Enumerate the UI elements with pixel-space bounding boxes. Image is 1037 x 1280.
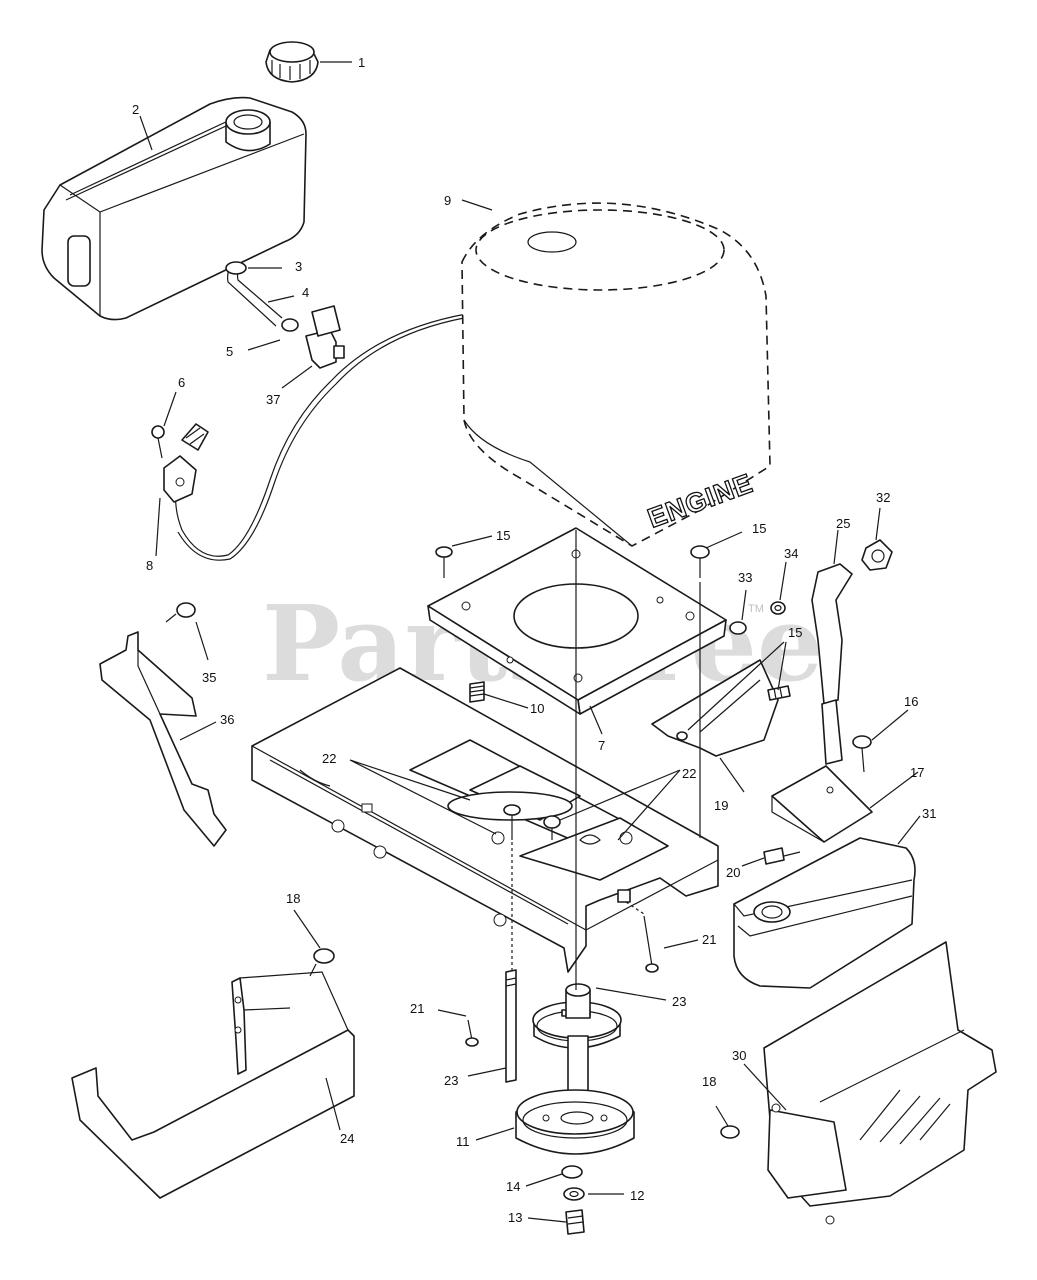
callout-19: 19 xyxy=(714,798,728,813)
callout-9: 9 xyxy=(444,193,451,208)
throttle-control-part xyxy=(151,423,209,503)
callout-23-left: 23 xyxy=(444,1073,458,1088)
callout-11: 11 xyxy=(456,1134,470,1149)
callout-24: 24 xyxy=(340,1131,354,1146)
callout-17: 17 xyxy=(910,765,924,780)
fuel-cap-part xyxy=(265,41,319,83)
muffler-31 xyxy=(733,837,916,989)
shaft-23 xyxy=(505,969,517,1083)
callout-37: 37 xyxy=(266,392,280,407)
bolt-16 xyxy=(852,735,872,773)
bolt-21-left xyxy=(465,1019,479,1047)
callout-35: 35 xyxy=(202,670,216,685)
bolt-10 xyxy=(469,681,485,703)
callout-2: 2 xyxy=(132,102,139,117)
leader-lines xyxy=(139,61,921,1223)
callout-30: 30 xyxy=(732,1048,746,1063)
callout-22-right: 22 xyxy=(682,766,696,781)
main-frame-part xyxy=(251,667,719,973)
watermark-trademark: TM xyxy=(748,603,764,615)
bolt-33 xyxy=(729,621,747,635)
callout-12: 12 xyxy=(630,1188,644,1203)
fuel-line-assembly xyxy=(175,261,467,561)
callout-labels: 1 2 3 4 5 37 6 8 9 15 15 25 32 34 33 15 … xyxy=(132,55,936,1225)
callout-36: 36 xyxy=(220,712,234,727)
callout-21-left: 21 xyxy=(410,1001,424,1016)
alignment-lines xyxy=(511,530,701,990)
bolt-21-right xyxy=(617,889,659,973)
callout-15-right: 15 xyxy=(752,521,766,536)
gasket-32 xyxy=(861,539,893,571)
callout-3: 3 xyxy=(295,259,302,274)
callout-5: 5 xyxy=(226,344,233,359)
callout-13: 13 xyxy=(508,1210,522,1225)
callout-16: 16 xyxy=(904,694,918,709)
engine-part: ENGINE xyxy=(461,202,771,547)
callout-10: 10 xyxy=(530,701,544,716)
callout-22-left: 22 xyxy=(322,751,336,766)
bolt-15-left xyxy=(435,546,453,578)
callout-32: 32 xyxy=(876,490,890,505)
bolt-13 xyxy=(565,1209,585,1235)
muffler-bracket-19 xyxy=(651,659,791,757)
engine-mount-plate-part xyxy=(427,527,727,715)
bolt-20 xyxy=(763,847,801,865)
battery-tray-24 xyxy=(71,971,355,1199)
callout-18-left: 18 xyxy=(286,891,300,906)
callout-14: 14 xyxy=(506,1179,520,1194)
pulley-11 xyxy=(515,983,635,1155)
bolt-22 xyxy=(503,804,561,840)
muffler-guard-30 xyxy=(763,941,997,1225)
callout-6: 6 xyxy=(178,375,185,390)
callout-4: 4 xyxy=(302,285,309,300)
heat-shield-17 xyxy=(771,765,873,843)
bolt-18-right xyxy=(720,1125,740,1139)
callout-18-right: 18 xyxy=(702,1074,716,1089)
callout-1: 1 xyxy=(358,55,365,70)
bolt-18-left xyxy=(309,948,335,977)
callout-21-right: 21 xyxy=(702,932,716,947)
exhaust-pipe-25 xyxy=(811,563,853,765)
bolt-35 xyxy=(165,602,196,623)
callout-8: 8 xyxy=(146,558,153,573)
brace-36 xyxy=(99,631,227,847)
callout-15-bracket: 15 xyxy=(788,625,802,640)
washer-14 xyxy=(561,1165,583,1179)
washer-12 xyxy=(563,1187,585,1201)
callout-33: 33 xyxy=(738,570,752,585)
bolt-15-right xyxy=(690,545,710,578)
callout-31: 31 xyxy=(922,806,936,821)
callout-15-left: 15 xyxy=(496,528,510,543)
fuel-tank-part xyxy=(41,96,307,321)
washer-34 xyxy=(770,601,786,615)
callout-7: 7 xyxy=(598,738,605,753)
callout-20: 20 xyxy=(726,865,740,880)
callout-34: 34 xyxy=(784,546,798,561)
callout-25: 25 xyxy=(836,516,850,531)
callout-23-right: 23 xyxy=(672,994,686,1009)
